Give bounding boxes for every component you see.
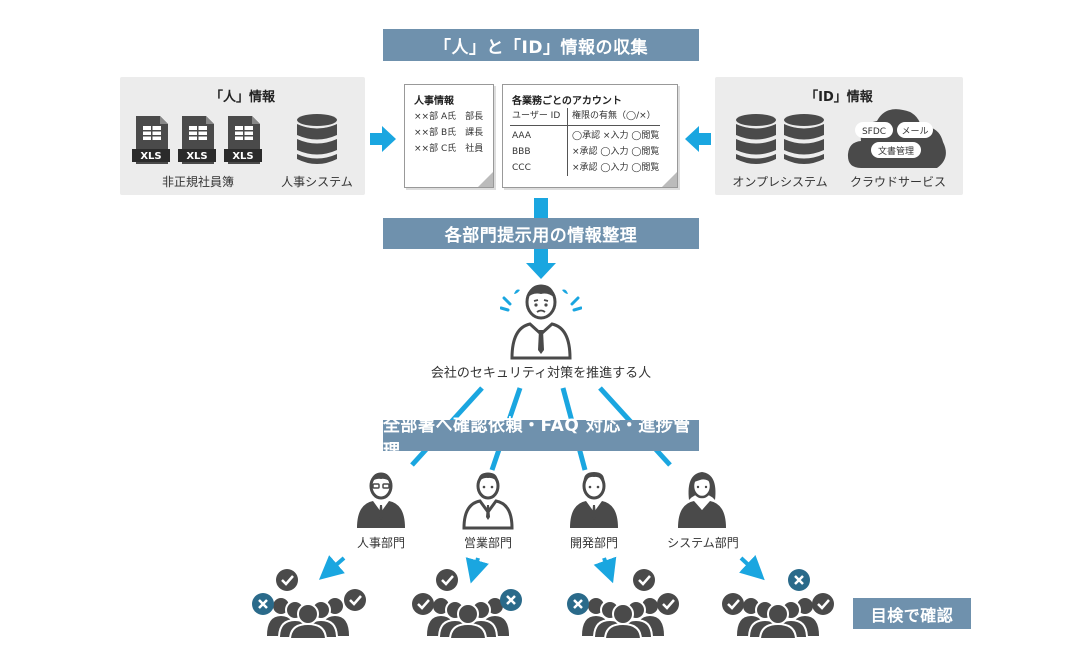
check-badge xyxy=(812,593,834,615)
visual-check-label: 目検で確認 xyxy=(853,598,971,629)
cloud-caption: クラウドサービス xyxy=(849,175,946,189)
bottom-banner-text: 全部署へ確認依頼・FAQ 対応・進捗管理 xyxy=(383,415,691,461)
svg-text:XLS: XLS xyxy=(140,151,161,162)
employee-group-icon xyxy=(567,569,679,638)
onprem-database-icons xyxy=(736,114,824,164)
permission-cell: ◯承認 ×入力 ◯閲覧 xyxy=(572,131,660,141)
cloud-tag: 文書管理 xyxy=(878,145,914,157)
promoter-caption: 会社のセキュリティ対策を推進する人 xyxy=(430,366,652,381)
xls-file-icons: XLS XLS XLS xyxy=(132,116,262,164)
department-label: 人事部門 xyxy=(356,536,405,550)
svg-text:XLS: XLS xyxy=(186,151,207,162)
hr-info-document xyxy=(404,84,494,188)
permission-cell: ×承認 ◯入力 ◯閲覧 xyxy=(572,147,660,157)
department-label: 営業部門 xyxy=(463,536,512,550)
account-document xyxy=(502,84,678,188)
hr-info-row: ××部 C氏 社員 xyxy=(414,144,484,154)
table-divider-h xyxy=(510,125,660,126)
user-id-cell: CCC xyxy=(512,163,531,173)
developer-icon xyxy=(570,472,618,528)
cloud-tag: SFDC xyxy=(862,127,886,137)
visual-check-text: 目検で確認 xyxy=(870,605,954,625)
department-label: 開発部門 xyxy=(569,536,618,550)
cross-badge xyxy=(500,589,522,611)
cross-badge xyxy=(567,593,589,615)
user-id-cell: BBB xyxy=(512,147,531,157)
permission-header: 権限の有無（◯/×） xyxy=(572,111,656,121)
bottom-banner: 全部署へ確認依頼・FAQ 対応・進捗管理 xyxy=(383,416,699,461)
permission-cell: ×承認 ◯入力 ◯閲覧 xyxy=(572,163,660,173)
database-icon xyxy=(784,114,824,164)
database-icon xyxy=(297,114,337,164)
people-info-title: 「人」情報 xyxy=(209,90,275,105)
xls-file-icon: XLS xyxy=(132,116,170,164)
xls-file-icon: XLS xyxy=(178,116,216,164)
xls-file-icon: XLS xyxy=(224,116,262,164)
hr-manager-icon xyxy=(357,472,405,528)
system-staff-icon xyxy=(678,472,726,528)
cloud-tag: メール xyxy=(901,127,928,137)
page-curl-icon xyxy=(662,172,677,187)
check-badge xyxy=(722,593,744,615)
mid-banner: 各部門提示用の情報整理 xyxy=(383,218,699,249)
check-badge xyxy=(344,589,366,611)
hr-info-title: 人事情報 xyxy=(414,96,454,107)
user-id-header: ユーザー ID xyxy=(512,111,561,121)
hr-info-row: ××部 B氏 課長 xyxy=(414,128,484,138)
department-label: システム部門 xyxy=(667,536,739,550)
cross-badge xyxy=(788,569,810,591)
sales-person-icon xyxy=(462,472,514,530)
account-doc-title: 各業務ごとのアカウント xyxy=(512,96,622,107)
hr-info-row: ××部 A氏 部長 xyxy=(414,112,484,122)
xls-caption: 非正規社員簿 xyxy=(161,175,234,189)
top-banner: 「人」と「ID」情報の収集 xyxy=(383,29,699,61)
id-info-title: 「ID」情報 xyxy=(805,90,873,105)
connector-bar xyxy=(534,198,548,220)
mid-banner-text: 各部門提示用の情報整理 xyxy=(444,226,638,246)
arrow-right-icon xyxy=(370,126,396,152)
employee-group-icon xyxy=(722,569,834,638)
worried-person-icon xyxy=(500,284,582,360)
user-id-cell: AAA xyxy=(512,131,531,141)
check-badge xyxy=(412,593,434,615)
cross-badge xyxy=(252,593,274,615)
table-divider-v xyxy=(567,108,568,176)
cloud-icon: SFDC メール 文書管理 xyxy=(847,109,946,168)
top-banner-text: 「人」と「ID」情報の収集 xyxy=(434,37,648,58)
onprem-caption: オンプレシステム xyxy=(732,175,828,189)
arrow-down-icon xyxy=(526,249,556,279)
arrow-left-icon xyxy=(685,126,711,152)
database-icon xyxy=(736,114,776,164)
check-badge xyxy=(276,569,298,591)
check-badge xyxy=(633,569,655,591)
check-badge xyxy=(436,569,458,591)
page-curl-icon xyxy=(478,172,493,187)
svg-text:XLS: XLS xyxy=(232,151,253,162)
employee-group-icon xyxy=(412,569,522,638)
check-badge xyxy=(657,593,679,615)
hr-system-caption: 人事システム xyxy=(281,175,353,189)
employee-group-icon xyxy=(252,569,366,638)
